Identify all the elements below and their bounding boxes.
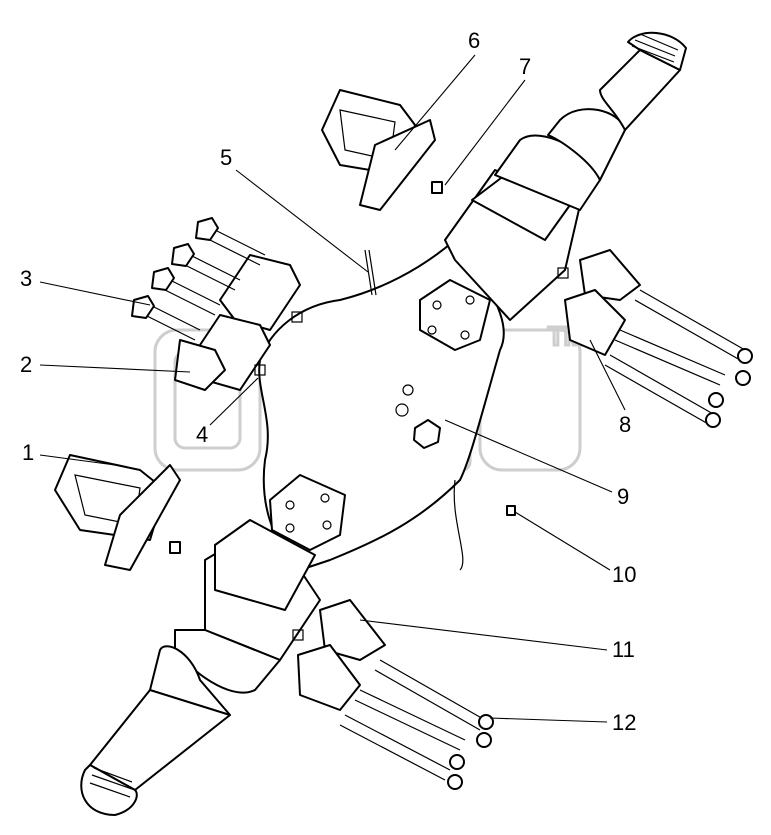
callout-8: 8 — [619, 412, 631, 437]
callout-10: 10 — [612, 562, 636, 587]
clamps-lower — [292, 599, 494, 790]
callout-1: 1 — [22, 440, 34, 465]
callout-2: 2 — [20, 352, 32, 377]
bracket-upper — [321, 89, 436, 211]
upper-right-arm — [444, 31, 687, 321]
clamps-left — [131, 217, 303, 391]
lower-left-arm — [80, 519, 321, 816]
mounting-pads — [269, 279, 491, 551]
callout-9: 9 — [617, 484, 629, 509]
callout-3: 3 — [20, 266, 32, 291]
callout-11: 11 — [612, 637, 635, 662]
callout-6: 6 — [468, 28, 480, 53]
bracket-lower — [54, 454, 181, 571]
callout-12: 12 — [612, 710, 636, 735]
clamps-right — [557, 249, 753, 428]
small-parts — [169, 181, 516, 554]
callout-5: 5 — [220, 145, 232, 170]
callout-7: 7 — [519, 54, 531, 79]
callout-4: 4 — [196, 422, 208, 447]
callout-labels: 1 2 3 4 5 6 7 8 9 10 11 12 — [20, 28, 636, 735]
leader-lines — [39, 54, 626, 723]
